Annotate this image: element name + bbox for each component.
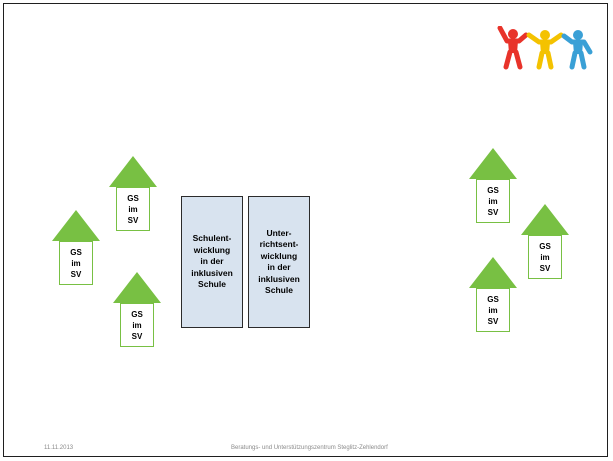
arrow-head: [109, 156, 157, 187]
box-schulentwicklung: Schulent- wicklung in der inklusiven Sch…: [181, 196, 243, 328]
arrow-head: [52, 210, 100, 241]
arrow-head: [521, 204, 569, 235]
arrow-label: GS im SV: [528, 235, 562, 279]
arrow-head: [113, 272, 161, 303]
presentation-slide: GS im SV GS im SV GS im SV Schulent- wic…: [3, 3, 608, 457]
arrow-head: [469, 148, 517, 179]
arrow-label: GS im SV: [476, 288, 510, 332]
arrow-label: GS im SV: [116, 187, 150, 231]
box-unterrichtsentwicklung: Unter- richtsent- wicklung in der inklus…: [248, 196, 310, 328]
arrow-label: GS im SV: [120, 303, 154, 347]
footer-organization: Beratungs- und Unterstützungszentrum Ste…: [231, 445, 388, 451]
three-children-logo-icon: [497, 26, 593, 70]
footer-date: 11.11.2013: [44, 445, 74, 451]
arrow-label: GS im SV: [59, 241, 93, 285]
arrow-label: GS im SV: [476, 179, 510, 223]
arrow-head: [469, 257, 517, 288]
